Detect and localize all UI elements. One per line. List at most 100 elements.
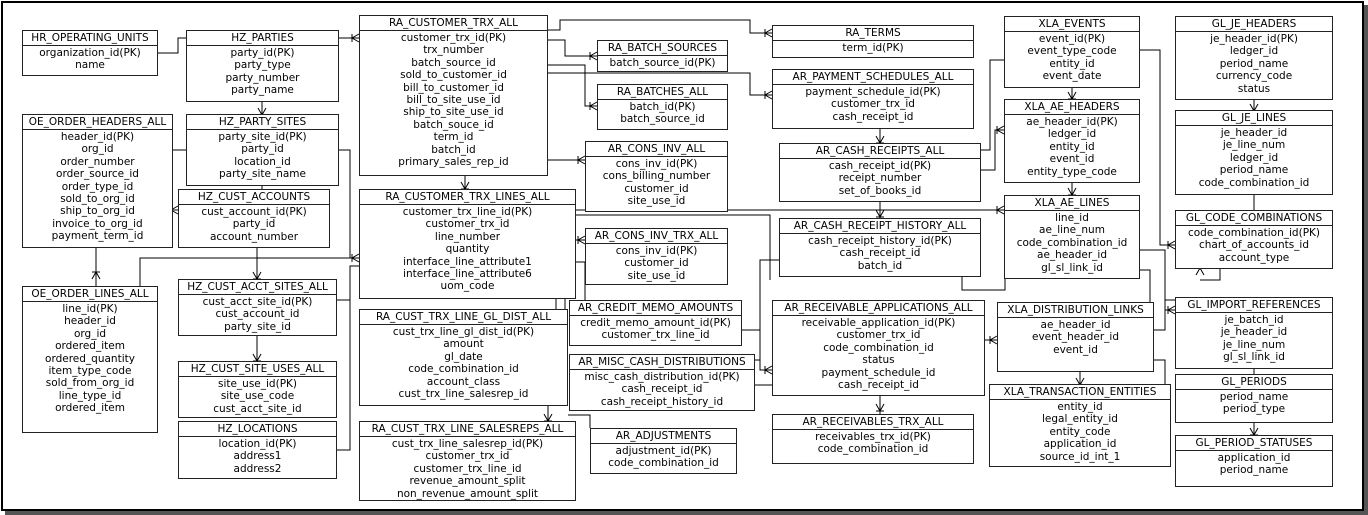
entity-column: customer_trx_id (425, 218, 510, 231)
entity-column: customer_trx_id (836, 329, 921, 342)
entity-column: cust_trx_line_salesrep_id (398, 388, 529, 401)
entity-title: HZ_CUST_ACCOUNTS (179, 190, 329, 205)
entity-column: site_use_id (627, 195, 686, 208)
entity-title: AR_ADJUSTMENTS (591, 429, 736, 444)
entity-columns: organization_id(PK)name (23, 46, 157, 72)
entity-column: status (1237, 82, 1271, 95)
entity-column: ship_to_site_use_id (403, 106, 504, 119)
entity-column: receivables_trx_id(PK) (815, 431, 931, 443)
entity-title: AR_CASH_RECEIPTS_ALL (780, 144, 980, 159)
entity-column: je_batch_id (1224, 314, 1284, 326)
entity-columns: cash_receipt_history_id(PK)cash_receipt_… (780, 234, 980, 272)
entity-column: legal_entity_id (1042, 413, 1118, 426)
entity-title: GL_JE_HEADERS (1176, 17, 1332, 32)
entity-column: ledger_id (1047, 128, 1097, 141)
entity-column: cash_receipt_id (832, 110, 914, 123)
entity-column: ae_header_id(PK) (1026, 116, 1118, 128)
entity-column: code_combination_id (823, 341, 934, 354)
entity-column: receipt_number (838, 172, 922, 185)
entity-column: source_id_int_1 (1039, 450, 1121, 463)
entity-title: RA_BATCHES_ALL (598, 85, 727, 100)
entity-columns: batch_source_id(PK) (598, 56, 727, 69)
entity-title: RA_CUST_TRX_LINE_SALESREPS_ALL (360, 422, 575, 437)
entity-column: customer_trx_id (831, 98, 915, 111)
entity-columns: receivable_application_id(PK)customer_tr… (773, 316, 984, 391)
entity-column: org_id (81, 143, 114, 156)
entity-column: gl_sl_link_id (1223, 351, 1285, 364)
entity-title: HZ_LOCATIONS (179, 422, 336, 437)
entity-column: customer_trx_line_id (601, 329, 710, 342)
entity-title: RA_CUST_TRX_LINE_GL_DIST_ALL (360, 310, 567, 325)
entity-column: party_site_name (219, 168, 306, 181)
entity-title: GL_JE_LINES (1176, 111, 1332, 126)
entity-title: AR_CASH_RECEIPT_HISTORY_ALL (780, 219, 980, 234)
entity-column: item_type_code (48, 365, 132, 378)
entity-column: code_combination_id (1016, 236, 1128, 249)
entity-column: party_id (232, 218, 276, 231)
entity-columns: credit_memo_amount_id(PK)customer_trx_li… (570, 316, 741, 342)
entity-title: XLA_DISTRIBUTION_LINKS (998, 303, 1153, 318)
entity-column: location_id(PK) (218, 438, 297, 450)
entity-title: GL_PERIODS (1176, 375, 1332, 390)
entity-column: customer_trx_id (425, 450, 510, 463)
entity-column: event_date (1042, 70, 1102, 83)
entity-column: cash_receipt_id(PK) (828, 160, 932, 172)
entity-column: period_type (1222, 403, 1286, 416)
entity-column: uom_code (440, 280, 495, 293)
entity-column: cash_receipt_history_id (600, 395, 724, 408)
entity-column: customer_trx_id(PK) (400, 32, 507, 44)
entity-column: entity_code (1049, 425, 1111, 438)
entity-column: party_type (234, 59, 291, 72)
entity-column: party_site_id(PK) (218, 131, 307, 143)
entity-column: name (75, 59, 105, 72)
entity-column: address1 (233, 450, 282, 463)
entity-column: event_header_id (1032, 331, 1119, 344)
entity-column: cust_trx_line_salesrep_id(PK) (391, 438, 544, 450)
entity-column: misc_cash_distribution_id(PK) (584, 371, 740, 383)
entity-column: revenue_amount_split (409, 475, 526, 488)
entity-column: order_type_id (61, 180, 134, 193)
entity-column: site_use_id(PK) (217, 378, 298, 390)
entity-column: je_header_id (1220, 127, 1288, 139)
entity-title: AR_RECEIVABLES_TRX_ALL (773, 415, 973, 430)
entity-column: site_use_code (220, 390, 295, 403)
entity-column: cust_account_id (215, 308, 300, 321)
entity-column: ledger_id (1229, 45, 1279, 58)
entity-column: period_name (1219, 57, 1289, 70)
entity-column: je_header_id(PK) (1210, 33, 1298, 45)
entity-column: non_revenue_amount_split (396, 487, 539, 500)
entity-title: GL_CODE_COMBINATIONS (1176, 211, 1332, 226)
entity-title: OE_ORDER_LINES_ALL (23, 287, 157, 302)
entity-column: sold_from_org_id (45, 377, 135, 390)
entity-column: status (862, 354, 895, 367)
entity-column: header_id (64, 315, 116, 328)
entity-title: AR_CREDIT_MEMO_AMOUNTS (570, 301, 741, 316)
entity-column: event_id (1049, 153, 1095, 166)
entity-column: entity_id (1049, 140, 1095, 153)
entity-columns: misc_cash_distribution_id(PK) cash_receip… (570, 370, 754, 408)
entity-column: je_line_num (1222, 139, 1286, 152)
